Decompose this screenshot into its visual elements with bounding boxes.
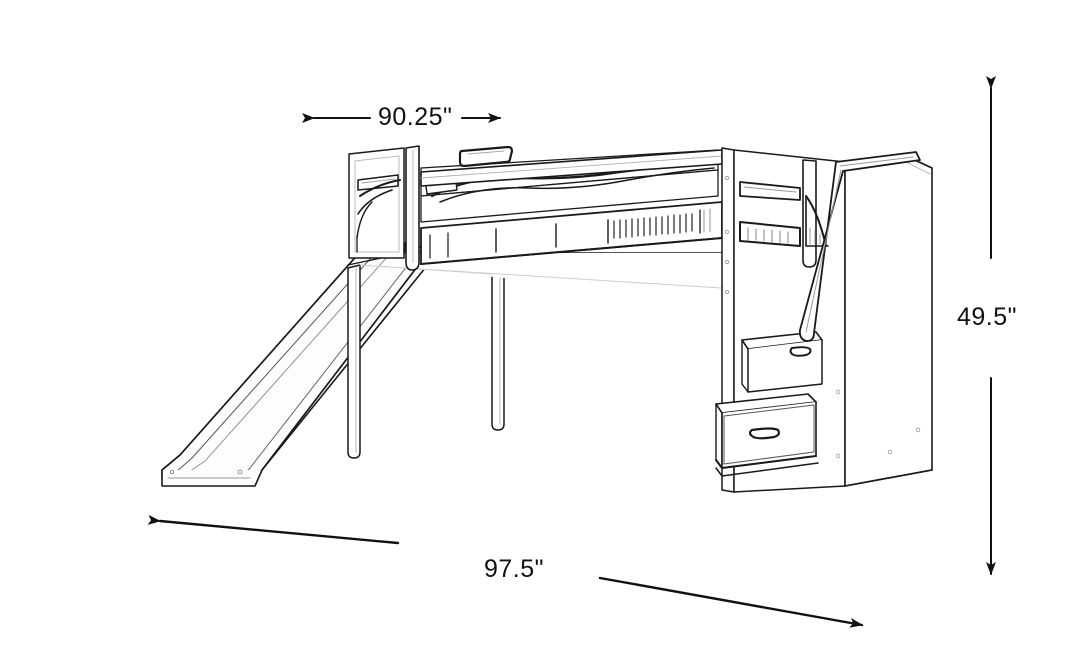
stair-handrail bbox=[798, 151, 921, 342]
step-drawer-lower bbox=[748, 427, 780, 440]
dimension-label-depth: 97.5" bbox=[484, 555, 545, 583]
dimension-label-width: 90.25" bbox=[378, 103, 453, 131]
headboard-front-post bbox=[405, 145, 420, 271]
step-drawer-upper bbox=[789, 346, 812, 357]
top-rail-hatch bbox=[458, 145, 514, 168]
support-post-right bbox=[491, 273, 505, 431]
headboard-panel bbox=[348, 147, 405, 259]
slide-chute bbox=[161, 242, 431, 487]
dimension-label-height: 49.5" bbox=[957, 303, 1018, 331]
bed-platform bbox=[347, 252, 723, 300]
dimension-line-depth bbox=[147, 514, 864, 628]
support-post-left bbox=[347, 264, 361, 459]
stair-cabinet bbox=[715, 155, 933, 487]
